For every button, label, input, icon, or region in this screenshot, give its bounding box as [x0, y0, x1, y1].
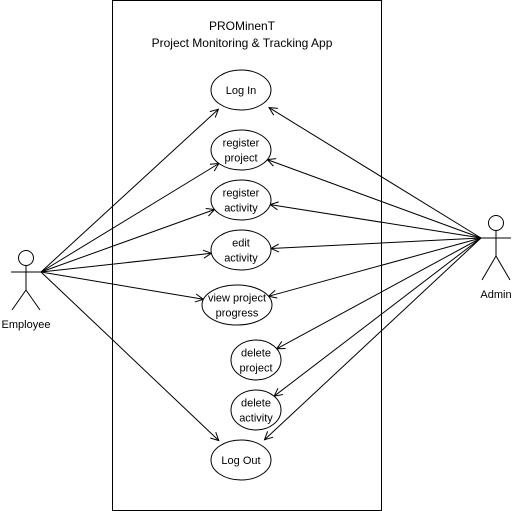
use-case-register-activity-ellipse — [210, 179, 272, 221]
association-admin-delete-activity — [274, 237, 482, 396]
actor-employee: Employee — [2, 250, 51, 331]
use-case-logout: Log Out — [210, 439, 272, 481]
association-admin-view-project-progress — [269, 237, 482, 296]
admin-head — [488, 215, 504, 231]
employee-label: Employee — [2, 319, 51, 331]
use-case-view-project-progress: view project progress — [201, 284, 273, 326]
use-case-edit-activity: edit activity — [210, 229, 272, 271]
association-lines — [40, 108, 482, 441]
association-admin-login — [269, 108, 482, 239]
use-case-logout-ellipse — [210, 439, 272, 481]
employee-head — [18, 250, 34, 266]
use-case-delete-activity: delete activity — [230, 389, 282, 431]
use-case-delete-activity-label: delete — [241, 398, 271, 410]
use-case-register-project-label: project — [224, 153, 257, 165]
use-case-delete-activity-label: activity — [239, 413, 273, 425]
use-case-delete-activity-ellipse — [230, 389, 282, 431]
use-case-login: Log In — [210, 69, 272, 111]
system-title-line1: PROMinenT — [209, 19, 276, 33]
use-case-login-ellipse — [210, 69, 272, 111]
use-case-view-project-progress-label: progress — [216, 308, 259, 320]
use-case-edit-activity-ellipse — [210, 229, 272, 271]
admin-right-leg — [495, 255, 511, 281]
use-case-delete-project-ellipse — [230, 339, 282, 381]
use-case-view-project-progress-label: view project — [208, 293, 266, 305]
use-case-register-project-ellipse — [210, 129, 272, 171]
association-employee-view-project-progress — [40, 271, 203, 299]
use-case-view-project-progress-ellipse — [201, 284, 273, 326]
use-case-edit-activity-label: edit — [232, 238, 250, 250]
association-admin-logout — [265, 237, 482, 440]
use-case-delete-project-label: delete — [241, 348, 271, 360]
admin-left-leg — [481, 255, 497, 281]
association-employee-register-activity — [40, 210, 215, 273]
association-admin-edit-activity — [271, 237, 482, 249]
association-admin-register-project — [267, 160, 482, 239]
use-case-register-project-label: register — [223, 138, 260, 150]
association-employee-edit-activity — [40, 253, 211, 273]
use-case-delete-project: delete project — [230, 339, 282, 381]
use-case-edit-activity-label: activity — [224, 253, 258, 265]
use-case-delete-project-label: project — [239, 363, 272, 375]
employee-left-leg — [11, 289, 27, 311]
association-admin-delete-project — [277, 237, 482, 349]
use-case-login-label: Log In — [226, 85, 257, 97]
use-case-register-project: register project — [210, 129, 272, 171]
use-case-logout-label: Log Out — [221, 455, 260, 467]
employee-right-leg — [25, 289, 41, 311]
use-case-register-activity-label: register — [223, 188, 260, 200]
association-admin-register-activity — [270, 205, 482, 239]
actor-admin: Admin — [480, 215, 512, 301]
admin-label: Admin — [480, 289, 511, 301]
association-employee-register-project — [40, 164, 219, 273]
association-employee-login — [40, 109, 218, 273]
association-employee-logout — [40, 271, 219, 441]
system-title-line2: Project Monitoring & Tracking App — [152, 36, 333, 50]
use-case-register-activity: register activity — [210, 179, 272, 221]
use-case-register-activity-label: activity — [224, 203, 258, 215]
use-cases: Log Inregisterprojectregisteractivityedi… — [201, 69, 282, 481]
